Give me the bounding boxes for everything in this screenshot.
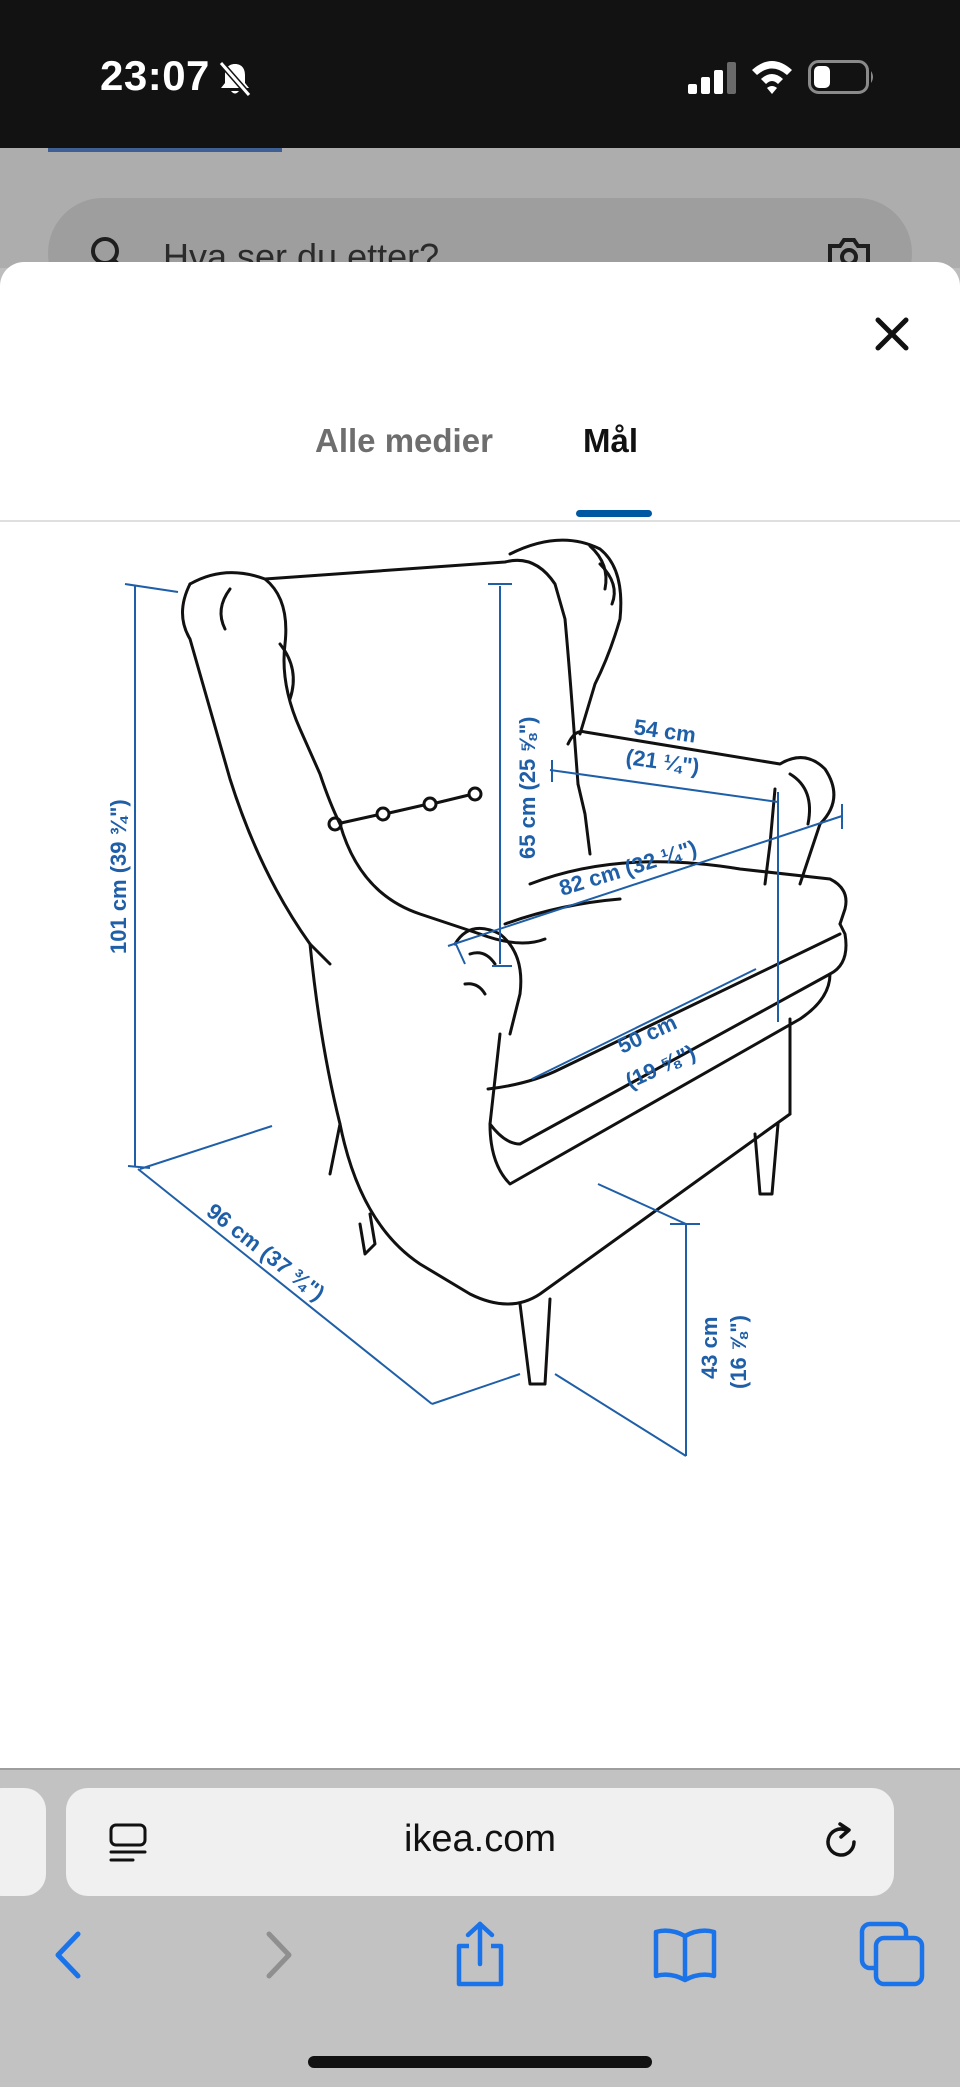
browser-nav-row xyxy=(0,1920,960,2010)
bookmarks-icon[interactable] xyxy=(650,1920,720,1990)
dimension-seat-height-inches: (16 ⅞") xyxy=(726,1315,751,1389)
url-text[interactable]: ikea.com xyxy=(403,1818,557,1860)
status-bar: 23:07 xyxy=(0,0,960,148)
dimension-seat-height: 43 cm xyxy=(697,1317,722,1379)
dimension-lines xyxy=(124,583,843,1457)
forward-icon[interactable] xyxy=(243,1920,313,1990)
dimension-depth: 96 cm (37 ¾") xyxy=(202,1198,330,1305)
reader-mode-icon[interactable] xyxy=(108,1822,148,1864)
battery-icon xyxy=(808,60,873,94)
tab-all-media[interactable]: Alle medier xyxy=(315,422,493,459)
close-icon[interactable] xyxy=(866,308,918,360)
background-page: Hva ser du etter? xyxy=(0,148,960,308)
dimension-total-width: 82 cm (32 ¼") xyxy=(556,835,700,901)
tabs-icon[interactable] xyxy=(858,1920,928,1990)
bell-muted-icon xyxy=(218,61,252,97)
tabs-divider xyxy=(0,520,960,522)
share-icon[interactable] xyxy=(445,1920,515,1990)
reload-icon[interactable] xyxy=(820,1820,864,1864)
media-tabs: Alle medier Mål xyxy=(0,422,960,522)
tab-dimensions[interactable]: Mål xyxy=(583,422,639,459)
dimension-total-height: 101 cm (39 ¾") xyxy=(106,799,131,954)
armchair-dimension-diagram: 101 cm (39 ¾") 65 cm (25 ⅝") 54 cm (21 ¼… xyxy=(106,538,848,1457)
dimension-back-height: 65 cm (25 ⅝") xyxy=(515,716,540,859)
background-tab-underline xyxy=(48,148,282,152)
home-indicator[interactable] xyxy=(308,2056,652,2068)
previous-tab-preview[interactable] xyxy=(0,1788,46,1896)
back-icon[interactable] xyxy=(34,1920,104,1990)
media-modal: Alle medier Mål xyxy=(0,262,960,1768)
wifi-icon xyxy=(752,61,792,94)
status-time: 23:07 xyxy=(100,52,210,99)
address-bar[interactable]: ikea.com xyxy=(66,1788,894,1896)
cellular-signal-icon xyxy=(688,62,736,94)
browser-toolbar: ikea.com xyxy=(0,1768,960,2087)
active-tab-indicator xyxy=(576,510,652,517)
